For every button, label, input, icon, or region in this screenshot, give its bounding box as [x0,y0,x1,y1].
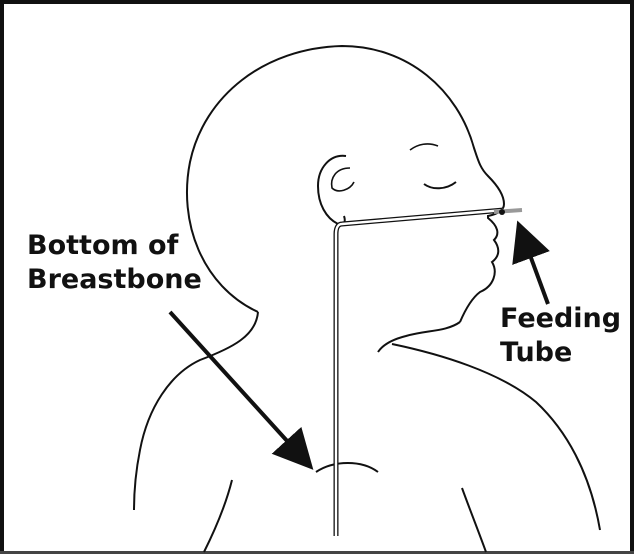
feeding-tube-arrow [520,228,548,304]
feeding-tube-label-line-1: Feeding [500,302,621,336]
breastbone-label-line-2: Breastbone [27,263,202,297]
brow [410,144,438,150]
head-outline [187,46,504,322]
breastbone-label: Bottom of Breastbone [27,229,202,297]
feeding-tube-label: Feeding Tube [500,302,621,370]
feeding-tube [336,210,504,536]
tube-nostril-marker [499,209,505,215]
neck-right [378,322,460,352]
ear-inner [332,168,354,191]
feeding-tube-inner [336,210,504,536]
breastbone-arrow [170,312,308,464]
closed-eye [424,182,456,188]
breastbone-curve [316,463,378,472]
left-arm-line [204,480,232,552]
right-arm-line [462,488,486,552]
breastbone-label-line-1: Bottom of [27,229,202,263]
right-shoulder [392,344,600,530]
feeding-tube-tip [494,210,522,212]
feeding-tube-label-line-2: Tube [500,336,621,370]
